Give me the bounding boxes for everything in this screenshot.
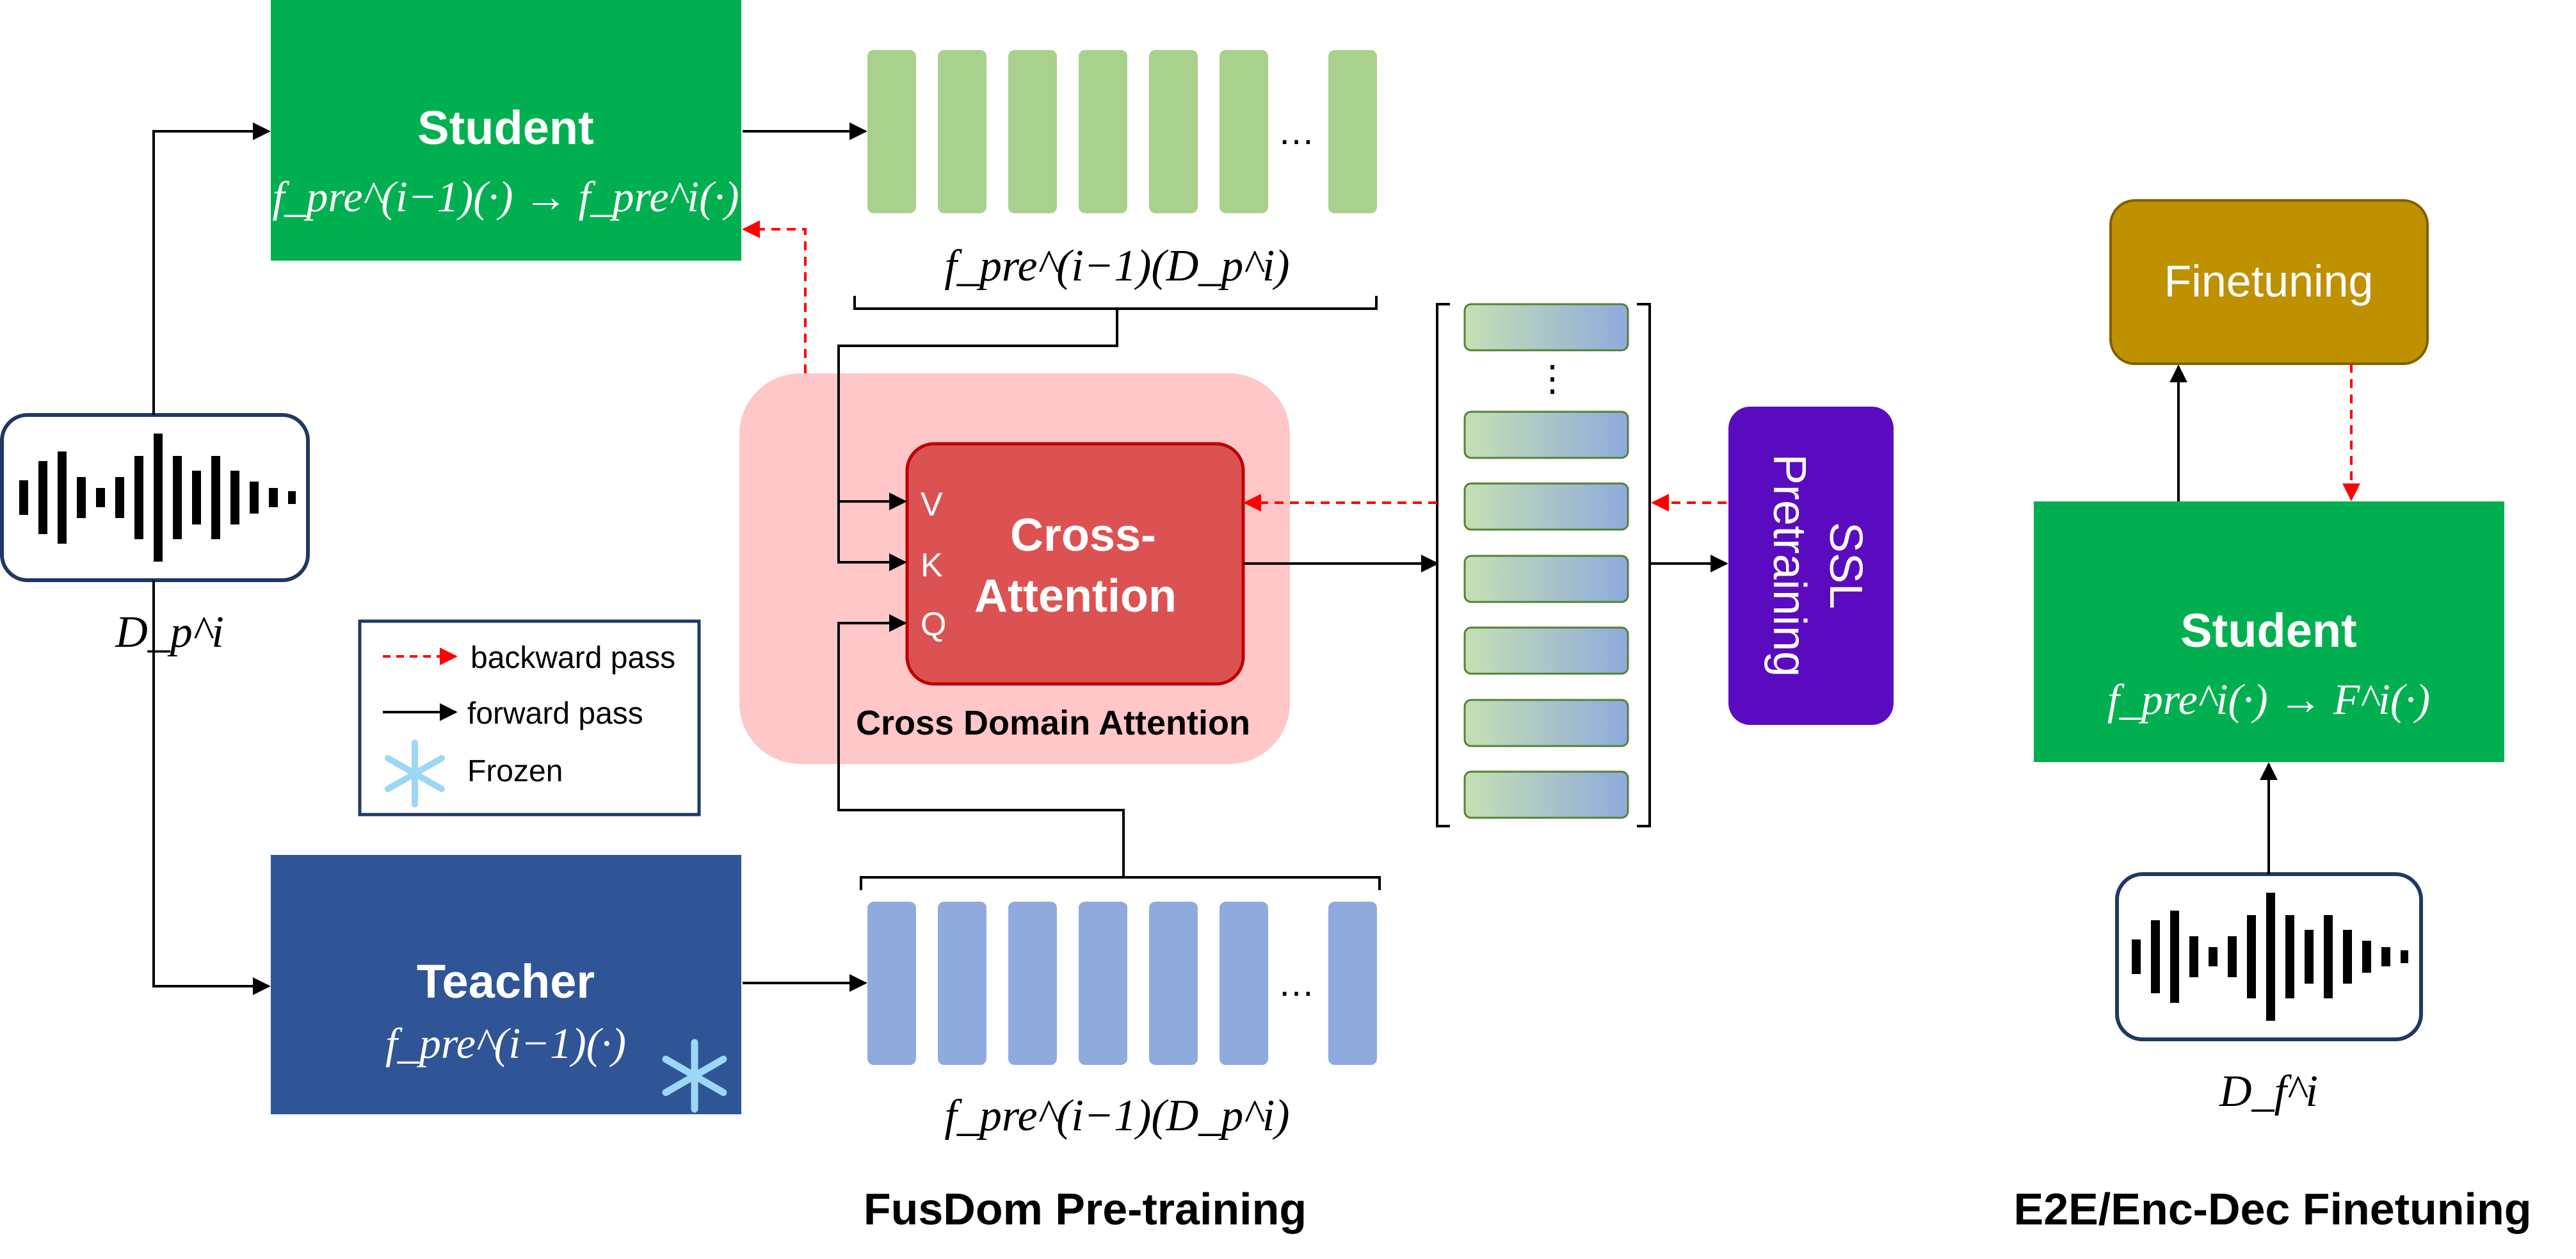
- finetuning-block: Finetuning: [2109, 199, 2429, 365]
- key-input-label: K: [921, 547, 943, 584]
- student-features: [867, 50, 1377, 213]
- cross-attention-block: Cross- Attention V K Q: [905, 442, 1245, 686]
- fused-stack-ellipsis: ⋮: [1534, 358, 1570, 398]
- arrow-input-to-student: [152, 122, 271, 415]
- student-features-brace: [853, 296, 1378, 310]
- pretrain-audio-input: [0, 413, 310, 582]
- arrow-input-to-teacher: [152, 580, 271, 995]
- student-finetune-title: Student: [2180, 604, 2356, 657]
- finetuning-label: Finetuning: [2164, 256, 2374, 306]
- snowflake-icon: [662, 1039, 727, 1113]
- student-finetune-formula: f_pre^i(·) → F^i(·): [2107, 675, 2430, 724]
- teacher-formula: f_pre^(i−1)(·): [385, 1019, 626, 1068]
- legend-forward-label: forward pass: [467, 697, 643, 731]
- student-finetune-block: Student f_pre^i(·) → F^i(·): [2034, 501, 2504, 762]
- teacher-features-ellipsis: …: [1278, 963, 1315, 1004]
- student-pretrain-block: Student f_pre^(i−1)(·) → f_pre^i(·): [271, 0, 741, 261]
- student-pretrain-formula: f_pre^(i−1)(·) → f_pre^i(·): [273, 172, 739, 221]
- teacher-block: Teacher f_pre^(i−1)(·): [271, 855, 741, 1114]
- backward-attention-to-student: [742, 220, 807, 373]
- ssl-pretraining-block: SSL Pretraining: [1728, 407, 1894, 725]
- finetune-audio-input: [2115, 872, 2423, 1041]
- ssl-label-line2: Pretraining: [1764, 454, 1815, 677]
- finetune-input-label: D_f^i: [2219, 1067, 2318, 1116]
- cross-domain-attention-label: Cross Domain Attention: [856, 704, 1250, 742]
- ssl-label-line1: SSL: [1820, 522, 1871, 609]
- teacher-features-label: f_pre^(i−1)(D_p^i): [944, 1091, 1289, 1141]
- pretrain-input-label: D_p^i: [115, 608, 224, 657]
- legend-snowflake-icon: [385, 740, 445, 808]
- query-input-label: Q: [921, 606, 946, 643]
- student-pretrain-title: Student: [417, 101, 593, 154]
- legend-frozen-label: Frozen: [467, 754, 563, 788]
- fused-features-stack: [1436, 303, 1651, 827]
- value-input-label: V: [921, 486, 943, 523]
- teacher-features: [867, 902, 1377, 1065]
- cross-attention-title-line2: Attention: [974, 571, 1177, 622]
- teacher-title: Teacher: [417, 955, 595, 1008]
- legend-backward-label: backward pass: [471, 641, 675, 675]
- pretraining-caption: FusDom Pre-training: [864, 1184, 1307, 1234]
- student-features-label: f_pre^(i−1)(D_p^i): [944, 241, 1289, 291]
- arrow-teacher-features-to-q: [837, 614, 1125, 877]
- waveform-icon: [19, 434, 296, 562]
- arrow-student-features-to-v: [837, 309, 1118, 510]
- finetune-waveform-icon: [2132, 893, 2408, 1021]
- finetuning-caption: E2E/Enc-Dec Finetuning: [2014, 1184, 2532, 1234]
- student-features-ellipsis: …: [1278, 111, 1315, 152]
- arrow-student-features-to-k: [837, 501, 907, 571]
- legend: backward pass forward pass Frozen: [358, 619, 701, 816]
- teacher-features-brace: [860, 876, 1381, 890]
- cross-attention-title-line1: Cross-: [1010, 510, 1156, 561]
